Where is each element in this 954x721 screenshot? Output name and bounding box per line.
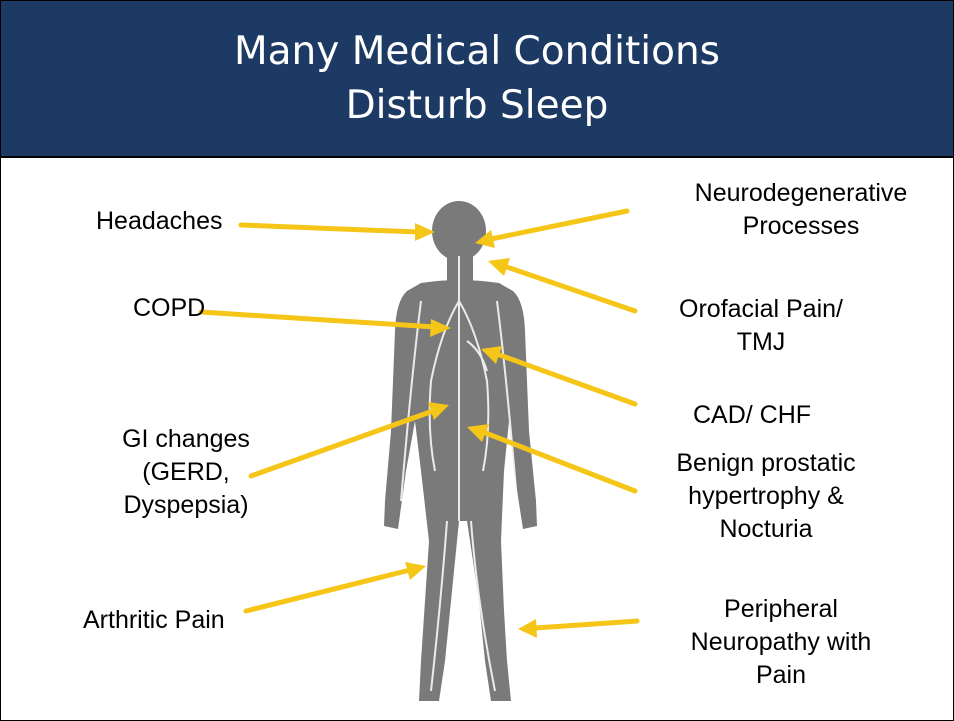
- arrow-arthritic-head: [405, 562, 426, 580]
- arrow-headaches: [241, 225, 418, 232]
- human-body-icon: [384, 201, 537, 701]
- label-gi-changes: GI changes (GERD, Dyspepsia): [101, 423, 271, 522]
- arrow-headaches-head: [415, 223, 435, 241]
- label-orofacial: Orofacial Pain/ TMJ: [661, 293, 861, 359]
- arrow-orofacial: [504, 266, 635, 311]
- label-arthritic-pain: Arthritic Pain: [83, 604, 225, 637]
- label-bph: Benign prostatic hypertrophy & Nocturia: [656, 447, 876, 546]
- arrow-peripheral-head: [518, 619, 537, 638]
- arrow-bph: [483, 432, 635, 491]
- label-headaches: Headaches: [96, 205, 222, 238]
- arrow-arthritic: [246, 570, 410, 611]
- label-neurodegenerative: Neurodegenerative Processes: [666, 177, 936, 243]
- label-peripheral-neuropathy: Peripheral Neuropathy with Pain: [671, 593, 891, 692]
- arrow-neuro: [491, 211, 627, 239]
- arrow-peripheral: [535, 621, 637, 628]
- label-copd: COPD: [133, 292, 205, 325]
- arrow-orofacial-head: [488, 258, 510, 276]
- label-cad-chf: CAD/ CHF: [693, 399, 811, 432]
